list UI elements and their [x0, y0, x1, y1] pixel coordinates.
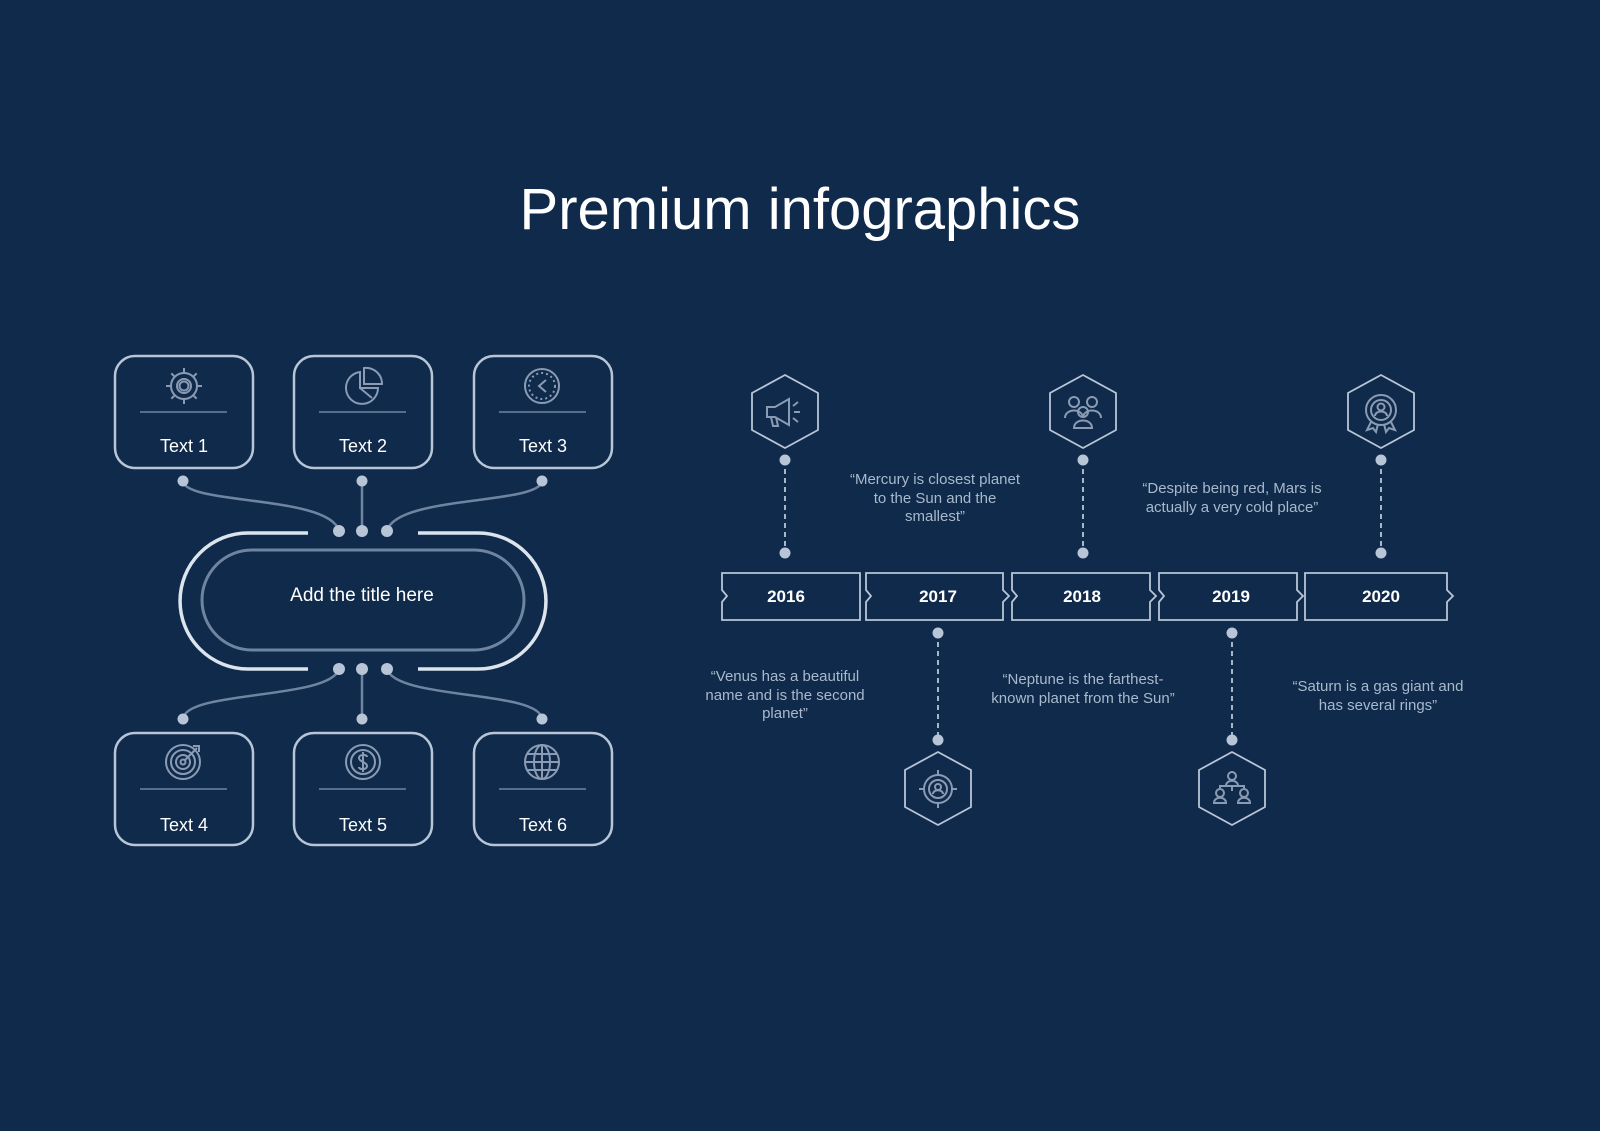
timeline-hexagons — [751, 373, 1415, 827]
year-box-2019 — [1158, 572, 1305, 621]
card-6-frame — [472, 731, 614, 847]
target-user-icon — [919, 770, 957, 808]
card-3-frame — [472, 354, 614, 470]
card-label-3: Text 3 — [518, 436, 568, 456]
quote-2020: “Saturn is a gas giant and has several r… — [1292, 678, 1464, 714]
capsule-outer — [178, 531, 548, 671]
award-badge-icon — [1365, 394, 1397, 435]
year-box-2017 — [865, 572, 1011, 621]
quote-2019: “Despite being red, Mars is actually a v… — [1142, 480, 1322, 516]
year-box-2018 — [1011, 572, 1158, 621]
year-label-2016: 2016 — [767, 587, 805, 606]
hierarchy-icon — [1212, 771, 1252, 804]
gear-icon — [166, 368, 202, 404]
pie-chart-icon — [345, 366, 384, 405]
timeline-boxes — [721, 572, 1455, 621]
timeline-connectors — [784, 460, 1382, 740]
year-label-2020: 2020 — [1362, 587, 1400, 606]
card-label-1: Text 1 — [159, 436, 209, 456]
card-5-frame — [292, 731, 434, 847]
timeline-dots — [779, 454, 1387, 746]
target-icon — [165, 744, 201, 780]
hub-connectors — [181, 480, 544, 720]
hexagon-2017 — [904, 750, 972, 827]
dollar-coin-icon — [345, 744, 381, 780]
hexagon-2018 — [1049, 373, 1117, 450]
hub-dots — [177, 475, 548, 725]
team-icon — [1064, 396, 1102, 429]
year-label-2018: 2018 — [1063, 587, 1101, 606]
hub-diagram — [113, 354, 614, 847]
quote-2016: “Venus has a beautiful name and is the s… — [705, 668, 865, 722]
year-box-2016 — [721, 572, 861, 621]
globe-icon — [524, 744, 560, 780]
card-2-frame — [292, 354, 434, 470]
card-label-4: Text 4 — [159, 815, 209, 835]
year-box-2020 — [1304, 572, 1455, 621]
capsule-inner — [200, 548, 526, 652]
year-label-2019: 2019 — [1212, 587, 1250, 606]
year-label-2017: 2017 — [919, 587, 957, 606]
card-label-5: Text 5 — [338, 815, 388, 835]
card-1-frame — [113, 354, 255, 470]
clock-icon — [524, 368, 560, 404]
page-title: Premium infographics — [519, 177, 1081, 242]
hexagon-2016 — [751, 373, 819, 450]
quote-2018: “Neptune is the farthest-known planet fr… — [991, 671, 1175, 707]
card-label-6: Text 6 — [518, 815, 568, 835]
quote-2017: “Mercury is closest planet to the Sun an… — [849, 471, 1021, 525]
card-label-2: Text 2 — [338, 436, 388, 456]
megaphone-icon — [766, 397, 800, 427]
hub-center-title: Add the title here — [290, 585, 434, 606]
card-4-frame — [113, 731, 255, 847]
